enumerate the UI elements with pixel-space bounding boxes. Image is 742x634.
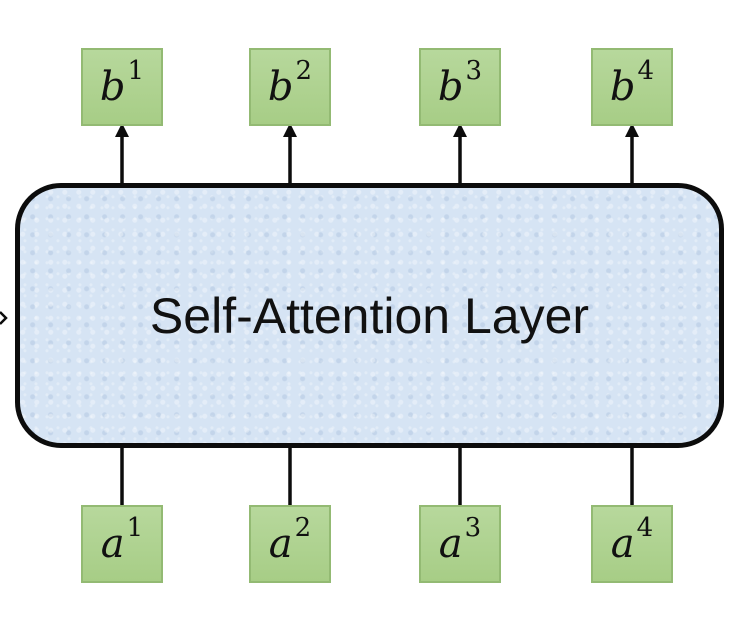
input-node-a3-base: a [438, 521, 463, 567]
input-node-a1-sup: 1 [126, 513, 144, 543]
output-node-b2-base: b [267, 64, 294, 110]
left-edge-arrow-fragment [0, 311, 8, 325]
output-node-b1-sup: 1 [127, 56, 145, 86]
output-node-b3-base: b [437, 64, 464, 110]
output-node-b2-sup: 2 [295, 56, 313, 86]
input-node-a1-base: a [100, 521, 125, 567]
output-node-b4-base: b [609, 64, 636, 110]
input-node-a2-sup: 2 [294, 513, 312, 543]
input-node-a2-base: a [268, 521, 293, 567]
output-node-b4-sup: 4 [637, 56, 655, 86]
input-node-a4-sup: 4 [636, 513, 654, 543]
input-node-a3-sup: 3 [464, 513, 482, 543]
output-node-b3-sup: 3 [465, 56, 483, 86]
output-node-b1-base: b [99, 64, 126, 110]
layer-label: Self-Attention Layer [149, 287, 590, 344]
input-node-a4-base: a [610, 521, 635, 567]
self-attention-layer: Self-Attention Layer [15, 183, 724, 448]
